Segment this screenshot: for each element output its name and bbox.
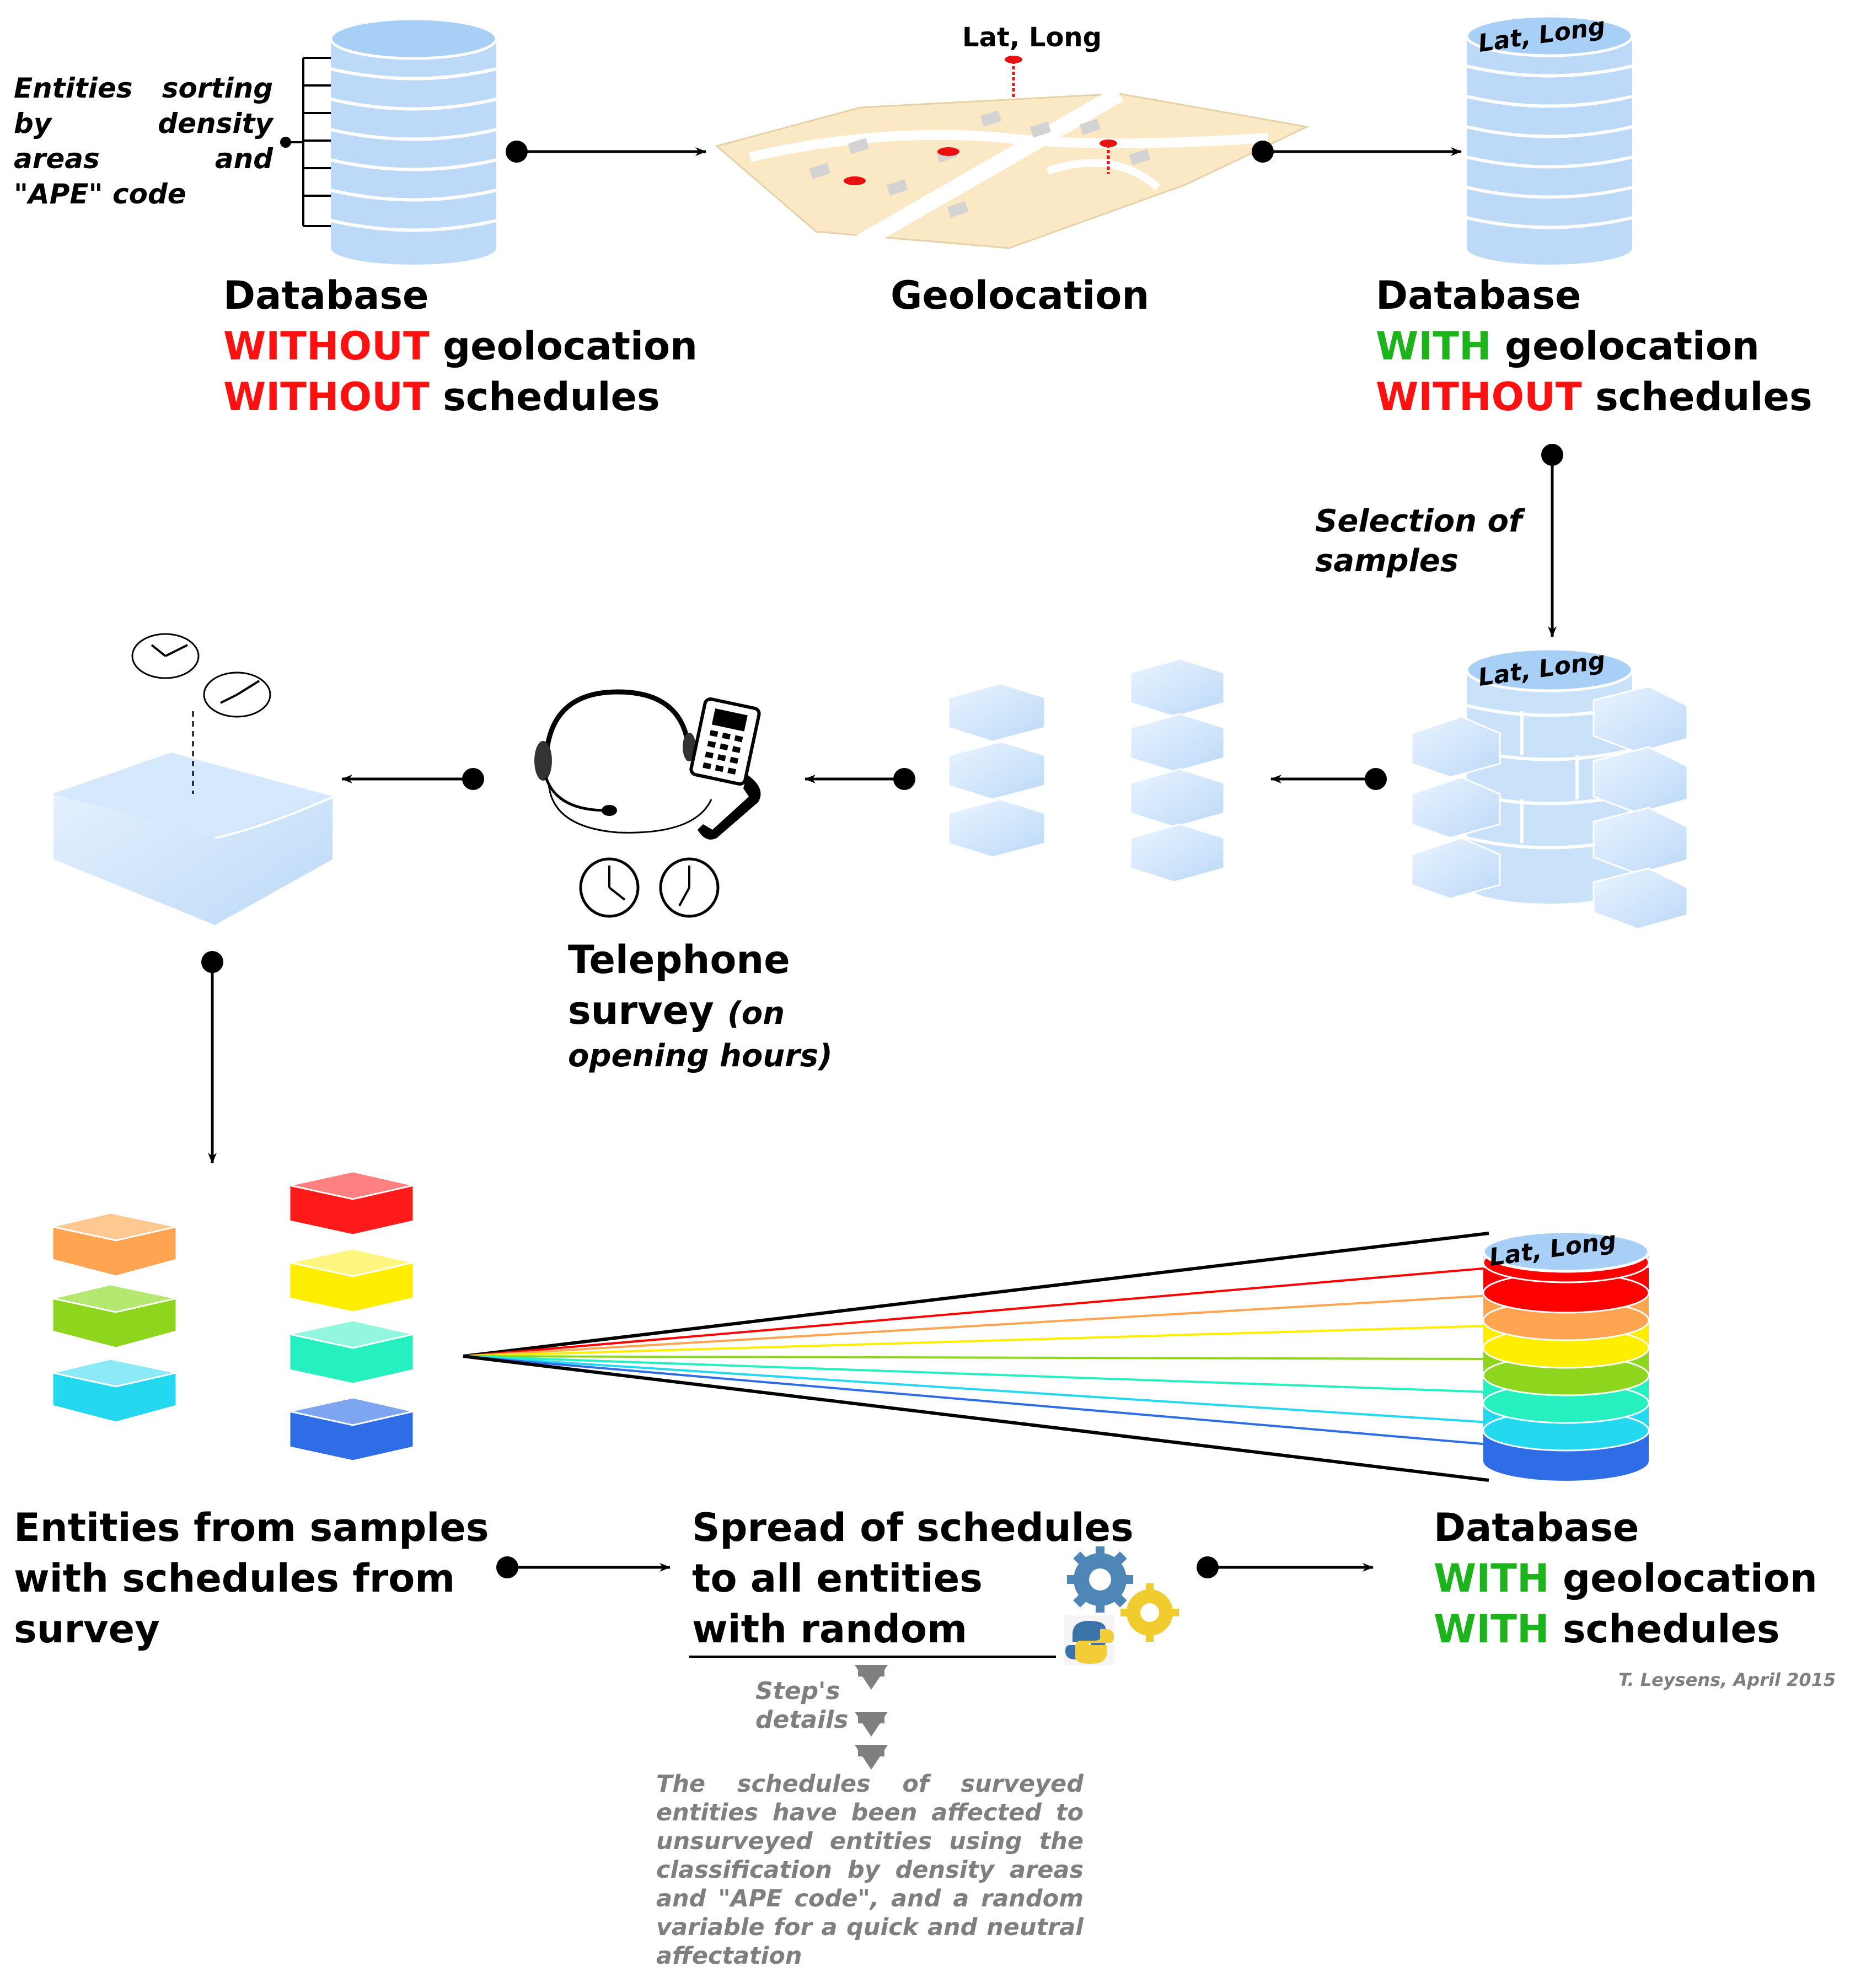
database-icon	[1482, 1230, 1650, 1481]
gears-icon	[1067, 1546, 1179, 1642]
db2-title: Database	[1376, 273, 1581, 318]
db2-rest-1: geolocation	[1504, 324, 1760, 369]
headset-icon	[534, 689, 712, 834]
credit: T. Leysens, April 2015	[1618, 1669, 1836, 1690]
db3-title: Database	[1434, 1505, 1639, 1550]
db1-status-2: WITHOUT	[223, 374, 430, 420]
clock-icon	[131, 633, 200, 679]
db1-line-1: WITHOUT geolocation	[223, 321, 698, 372]
spread-lines	[463, 1232, 1489, 1482]
phone-icon	[689, 697, 761, 840]
db2-rest-2: schedules	[1595, 374, 1813, 420]
survey-note-2: opening hours)	[568, 1038, 833, 1074]
pin-icon	[1100, 139, 1117, 174]
sorting-bracket	[280, 57, 331, 227]
arrow-icon	[805, 768, 915, 790]
entities-line-3: survey	[14, 1606, 160, 1652]
database-icon	[1465, 14, 1634, 265]
clock-icon	[659, 857, 720, 918]
db1-title: Database	[223, 273, 429, 318]
db3-status-1: WITH	[1434, 1556, 1549, 1601]
spread-line-2: to all entities	[692, 1556, 983, 1601]
survey-title-1: Telephone	[568, 937, 790, 982]
sorting-note-line-3: areas and	[14, 143, 273, 175]
survey-title-2-text: survey	[568, 988, 714, 1033]
clock-icon	[203, 671, 271, 718]
selection-note-line-2: samples	[1315, 543, 1459, 579]
geolocation-title: Geolocation	[891, 273, 1150, 318]
colored-blocks-right	[288, 1170, 415, 1462]
db2-line-2: WITHOUT schedules	[1376, 372, 1813, 422]
database-icon	[329, 17, 498, 265]
details-body: The schedules of surveyed entities have …	[656, 1770, 1084, 1970]
db3-status-2: WITH	[1434, 1606, 1549, 1652]
arrow-icon	[1197, 1556, 1374, 1578]
colored-blocks-left	[51, 1212, 178, 1423]
details-label-1: Step's	[755, 1677, 840, 1705]
survey-title-2: survey (on	[568, 985, 785, 1039]
sorting-note-line-4: "APE" code	[14, 178, 186, 210]
pin-icon	[1005, 56, 1022, 99]
sorting-note-line-2: by density	[14, 108, 273, 139]
db3-rest-2: schedules	[1562, 1606, 1780, 1652]
arrow-icon	[1270, 768, 1387, 790]
python-icon	[1064, 1615, 1114, 1665]
map-icon	[715, 56, 1310, 250]
sample-blocks	[947, 658, 1225, 883]
db1-rest-1: geolocation	[443, 324, 698, 369]
arrow-icon	[201, 951, 223, 1164]
db2-status-2: WITHOUT	[1376, 374, 1582, 420]
db2-line-1: WITH geolocation	[1376, 321, 1760, 372]
arrow-icon	[496, 1556, 671, 1578]
entities-line-1: Entities from samples	[14, 1505, 489, 1550]
db2-status-1: WITH	[1376, 324, 1492, 369]
arrow-icon	[506, 141, 706, 163]
spread-line-3: with random	[692, 1606, 968, 1652]
sorting-note-line-1: Entities sorting	[14, 72, 273, 104]
db3-rest-1: geolocation	[1562, 1556, 1817, 1601]
spread-line-1: Spread of schedules	[692, 1505, 1134, 1550]
clock-icon	[579, 857, 640, 918]
entities-line-2: with schedules from	[14, 1556, 455, 1601]
arrow-icon	[1252, 141, 1462, 163]
db1-rest-2: schedules	[443, 374, 660, 420]
selection-note-line-1: Selection of	[1315, 503, 1522, 539]
details-label-2: details	[755, 1706, 849, 1734]
pin-label: Lat, Long	[962, 22, 1102, 53]
database-icon	[1411, 647, 1688, 930]
db3-line-2: WITH schedules	[1434, 1604, 1780, 1654]
details-arrows	[855, 1665, 888, 1770]
survey-note-1: (on	[727, 996, 785, 1031]
db1-line-2: WITHOUT schedules	[223, 372, 660, 422]
schedule-block	[51, 711, 335, 928]
db1-status-1: WITHOUT	[223, 324, 430, 369]
arrow-icon	[1541, 444, 1563, 637]
arrow-icon	[341, 768, 484, 790]
db3-line-1: WITH geolocation	[1434, 1553, 1817, 1604]
